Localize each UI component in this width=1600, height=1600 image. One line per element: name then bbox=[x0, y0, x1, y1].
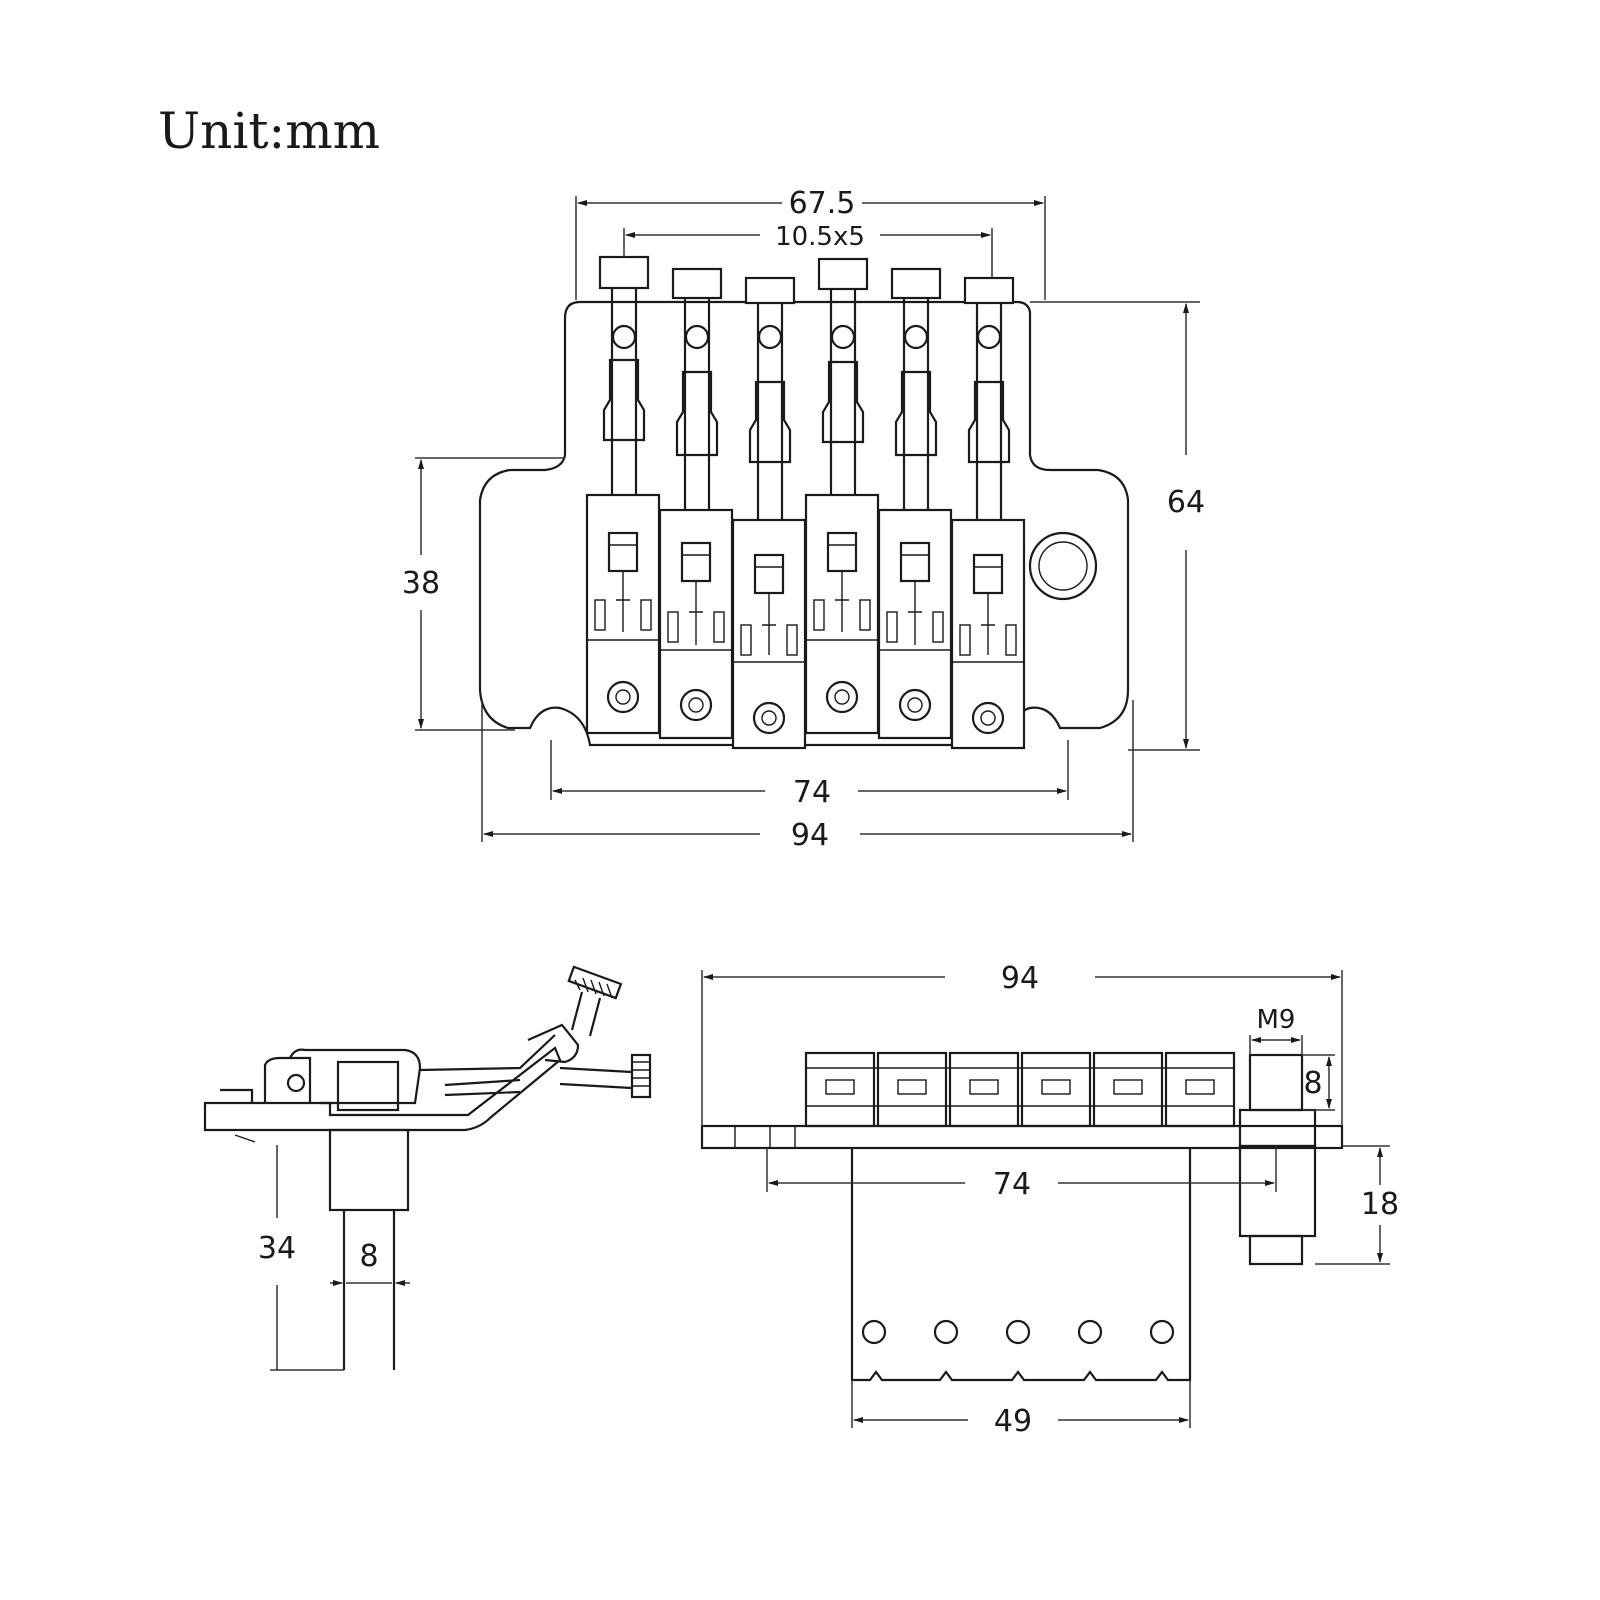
dim-74-top: 74 bbox=[793, 775, 831, 810]
unit-label: Unit:mm bbox=[158, 102, 380, 160]
side-body bbox=[203, 1046, 562, 1132]
dim-94-front: 94 bbox=[1001, 961, 1039, 996]
dim-67-5: 67.5 bbox=[789, 186, 856, 221]
dim-8-side: 8 bbox=[359, 1239, 378, 1274]
dim-74-front: 74 bbox=[993, 1167, 1031, 1202]
saddle-6 bbox=[950, 276, 1026, 750]
sustain-block bbox=[850, 1148, 1192, 1382]
saddle-5 bbox=[877, 267, 953, 740]
dim-38: 38 bbox=[402, 566, 440, 601]
side-view: 34 8 bbox=[203, 965, 652, 1371]
dim-8-front: 8 bbox=[1303, 1066, 1322, 1101]
top-view: 67.5 10.5x5 64 38 74 94 bbox=[402, 186, 1205, 853]
dim-m9: M9 bbox=[1257, 1005, 1296, 1035]
dim-49: 49 bbox=[994, 1404, 1032, 1439]
saddle-3 bbox=[731, 276, 807, 750]
dim-64: 64 bbox=[1167, 485, 1205, 520]
saddle-2 bbox=[658, 267, 734, 740]
saddle-4 bbox=[804, 257, 880, 735]
dim-94-top: 94 bbox=[791, 818, 829, 853]
front-view: 94 M9 8 74 18 49 bbox=[700, 961, 1399, 1439]
dim-18: 18 bbox=[1361, 1187, 1399, 1222]
front-saddles bbox=[804, 1051, 1236, 1128]
bridge-body-outline bbox=[478, 300, 1130, 747]
dim-string-spacing: 10.5x5 bbox=[775, 222, 865, 252]
mount-hole bbox=[1028, 531, 1098, 601]
dim-34: 34 bbox=[258, 1231, 296, 1266]
front-base-plate bbox=[700, 1124, 1344, 1150]
saddle-1 bbox=[585, 255, 661, 735]
mount-hole-inner bbox=[1038, 541, 1088, 591]
